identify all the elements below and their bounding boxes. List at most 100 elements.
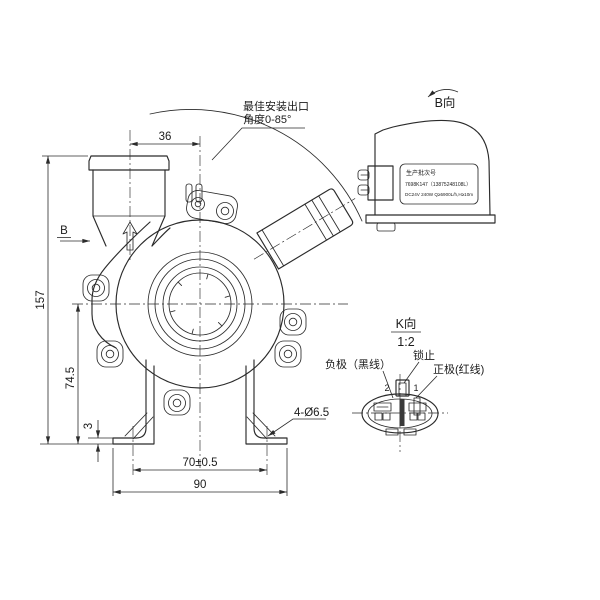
housing-neck-right-curve bbox=[151, 227, 171, 247]
right-leg-gusset-1 bbox=[252, 412, 276, 437]
pin-2-number: 2 bbox=[384, 383, 389, 393]
view-b-title: B向 bbox=[427, 89, 459, 110]
positive-key-1 bbox=[409, 412, 418, 421]
connector-prong-bottom bbox=[357, 184, 370, 196]
lower-left-boss-hole bbox=[105, 349, 115, 359]
connector-view-k: K向 1:2 负极（黑线） 锁止 正极(红线) 2 1 bbox=[325, 316, 484, 452]
inlet-ring-outer bbox=[147, 251, 253, 357]
bottom-boss-pad bbox=[163, 389, 191, 416]
inlet-ring-3 bbox=[162, 266, 238, 342]
lower-left-boss-pad bbox=[96, 340, 124, 368]
dim-90-text: 90 bbox=[194, 479, 207, 491]
top-clip-prongs bbox=[185, 183, 203, 203]
right-boss-ring bbox=[284, 313, 302, 331]
inlet-ring-2 bbox=[154, 258, 246, 350]
negative-key-2 bbox=[382, 412, 391, 421]
installation-angle-arc bbox=[149, 109, 363, 222]
lower-right-boss-ring bbox=[279, 345, 297, 363]
positive-terminal-label: 正极(红线) bbox=[433, 362, 484, 376]
left-boss-ring bbox=[87, 279, 105, 297]
lower-right-boss-pad bbox=[274, 340, 302, 368]
outlet-angle-leader bbox=[211, 127, 305, 161]
outlet-angle-annotation: 最佳安装出口 角度0-85° bbox=[211, 99, 309, 161]
outlet-angle-note-line1: 最佳安装出口 bbox=[243, 99, 309, 113]
left-leg bbox=[112, 359, 155, 445]
connector-housing bbox=[367, 165, 394, 201]
negative-key-1 bbox=[374, 412, 383, 421]
latch-bump-right bbox=[403, 428, 417, 436]
nameplate-line1: 生产批次号 bbox=[406, 169, 436, 177]
dim-70-text: 70±0.5 bbox=[182, 457, 217, 469]
nameplate: 生产批次号 7698K147（13875248108L） DC24V 240W … bbox=[399, 163, 479, 205]
dim-36: 36 bbox=[130, 131, 200, 147]
top-boss-pad-group bbox=[186, 190, 238, 224]
outlet-barb-3 bbox=[318, 195, 341, 233]
view-b-label: B向 bbox=[435, 95, 456, 110]
connector-labels: 负极（黑线） 锁止 正极(红线) 2 1 bbox=[325, 348, 484, 399]
reservoir-body bbox=[92, 169, 166, 247]
outlet-angle-note-line2: 角度0-85° bbox=[243, 112, 291, 126]
view-direction-b: B bbox=[57, 225, 90, 244]
front-view: B 最佳安装出口 角度0-85° 36 157 bbox=[35, 99, 363, 496]
side-connector-block bbox=[357, 165, 394, 201]
negative-leader bbox=[382, 370, 394, 399]
nameplate-line2: 7698K147（13875248108L） bbox=[405, 182, 471, 188]
inlet-ring-inner bbox=[168, 272, 232, 336]
side-base-plate bbox=[365, 214, 496, 224]
outlet-pipe bbox=[253, 188, 356, 270]
clip-prong-left bbox=[185, 183, 193, 203]
left-leg-gusset-2 bbox=[132, 416, 154, 440]
dim-90: 90 bbox=[112, 448, 288, 496]
left-boss-pad bbox=[82, 274, 110, 302]
volute-circle bbox=[115, 219, 285, 389]
top-boss-right-hole bbox=[220, 206, 230, 216]
dim-157: 157 bbox=[35, 155, 113, 445]
impeller-spline-ticks bbox=[169, 273, 231, 335]
connector-face bbox=[352, 374, 448, 452]
outlet-axis-centerline bbox=[253, 198, 356, 260]
top-boss-left-hole bbox=[194, 200, 202, 208]
reservoir-cap bbox=[88, 155, 170, 171]
side-foot-pad bbox=[376, 222, 396, 232]
left-boss-hole bbox=[91, 283, 101, 293]
view-k-title: K向 1:2 bbox=[391, 316, 421, 349]
view-direction-letter: B bbox=[60, 225, 68, 237]
connector-outer-shell bbox=[361, 393, 439, 434]
outlet-pipe-body bbox=[256, 188, 354, 270]
dim-74-5: 74.5 bbox=[65, 304, 81, 444]
bottom-boss-hole bbox=[172, 398, 182, 408]
dim-74-5-text: 74.5 bbox=[65, 367, 77, 389]
dim-3-text: 3 bbox=[83, 423, 95, 429]
clip-prong-right bbox=[195, 183, 203, 203]
right-leg-gusset-2 bbox=[246, 416, 268, 440]
negative-slot bbox=[373, 402, 392, 412]
positive-key-2 bbox=[417, 412, 426, 421]
dim-3: 3 bbox=[83, 420, 113, 462]
lower-right-boss-hole bbox=[283, 349, 293, 359]
right-leg bbox=[245, 359, 288, 445]
top-boss-pad bbox=[186, 190, 238, 224]
side-view-b: B向 生产批次号 7698K147（13875248108L） DC24V 24… bbox=[357, 89, 496, 232]
lock-tab-inner bbox=[398, 382, 407, 397]
top-boss-left-ring bbox=[191, 197, 205, 211]
housing-left-curve bbox=[91, 221, 151, 349]
centerlines bbox=[72, 130, 348, 478]
nameplate-line3: DC24V 240W Q≥5900L/h,H≥10m bbox=[405, 192, 473, 197]
lock-rib bbox=[399, 399, 405, 426]
negative-terminal-label: 负极（黑线） bbox=[325, 357, 391, 371]
mounting-bosses bbox=[82, 190, 307, 416]
pin-1-number: 1 bbox=[413, 383, 418, 393]
connector-prong-top bbox=[357, 169, 370, 181]
right-boss-pad bbox=[279, 308, 307, 336]
dim-70: 70±0.5 bbox=[133, 457, 267, 473]
top-boss-right-ring bbox=[216, 202, 234, 220]
view-k-label: K向 bbox=[396, 316, 417, 331]
lock-label: 锁止 bbox=[413, 348, 435, 362]
volute bbox=[115, 219, 285, 389]
dim-157-text: 157 bbox=[35, 290, 47, 309]
holes-callout-text: 4-Ø6.5 bbox=[294, 407, 329, 419]
dim-36-text: 36 bbox=[159, 131, 172, 143]
left-leg-gusset-1 bbox=[124, 412, 148, 437]
